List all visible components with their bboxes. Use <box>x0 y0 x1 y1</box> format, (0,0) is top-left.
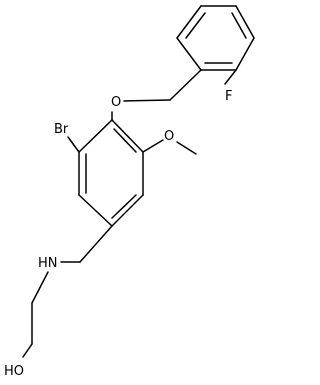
ch2-o-bond <box>123 99 171 102</box>
c-f-bond <box>224 69 237 85</box>
molecule-structure: F O Br O HN HO <box>4 5 255 379</box>
amine-label: HN <box>38 256 58 271</box>
ch2-oh-bond <box>22 343 33 358</box>
ether-oxygen-label: O <box>111 95 121 110</box>
methoxy-oxygen-label: O <box>164 129 174 144</box>
bromine-label: Br <box>54 122 69 137</box>
c-o-methoxy-bond <box>142 139 164 153</box>
ring-ch2n-bond <box>79 225 113 263</box>
c-br-bond <box>67 136 80 153</box>
methyl-bond <box>176 141 197 155</box>
hydroxyl-label: HO <box>4 364 24 379</box>
ring-ch2-bond <box>169 69 202 101</box>
fluorine-label: F <box>225 89 232 104</box>
n-ch2-bond <box>31 271 49 304</box>
central-benzene-ring <box>78 119 144 227</box>
fluorophenyl-ring <box>176 5 255 71</box>
